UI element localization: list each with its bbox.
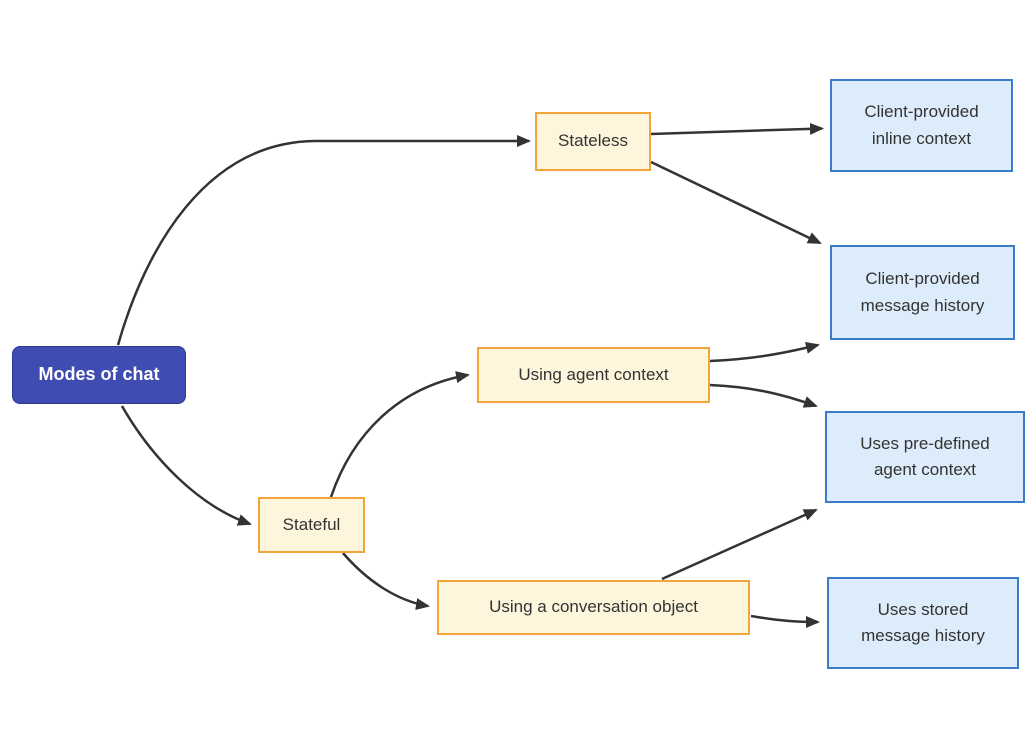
node-label: Stateless [558, 131, 628, 151]
node-modes-of-chat: Modes of chat [12, 346, 186, 404]
node-client-provided-inline-context: Client-provided inline context [830, 79, 1013, 172]
edge-agent-context-predef-context [709, 383, 818, 408]
edge-conversation-predef-context [661, 508, 818, 581]
edge-stateful-conversation [342, 552, 430, 610]
node-uses-predefined-agent-context: Uses pre-defined agent context [825, 411, 1025, 503]
node-label: Uses stored message history [861, 599, 985, 645]
node-using-agent-context: Using agent context [477, 347, 710, 403]
edge-root-stateless [116, 135, 531, 346]
node-label: Using agent context [518, 364, 669, 384]
node-stateful: Stateful [258, 497, 365, 553]
edge-stateless-message-history [650, 160, 822, 245]
node-label: Modes of chat [38, 364, 160, 385]
edge-root-stateful [120, 405, 252, 526]
node-using-conversation-object: Using a conversation object [437, 580, 750, 635]
node-label: Client-provided inline context [864, 102, 979, 148]
edge-stateless-inline-context [650, 122, 824, 136]
node-label: Using a conversation object [489, 597, 698, 617]
edge-agent-context-message-history [709, 341, 820, 363]
node-label: Uses pre-defined agent context [860, 433, 990, 479]
edge-conversation-stored-history [750, 614, 820, 628]
node-uses-stored-message-history: Uses stored message history [827, 577, 1019, 669]
edge-stateful-agent-context [329, 371, 470, 498]
node-client-provided-message-history: Client-provided message history [830, 245, 1015, 340]
node-label: Client-provided message history [860, 269, 985, 315]
node-stateless: Stateless [535, 112, 651, 171]
node-label: Stateful [282, 514, 341, 534]
